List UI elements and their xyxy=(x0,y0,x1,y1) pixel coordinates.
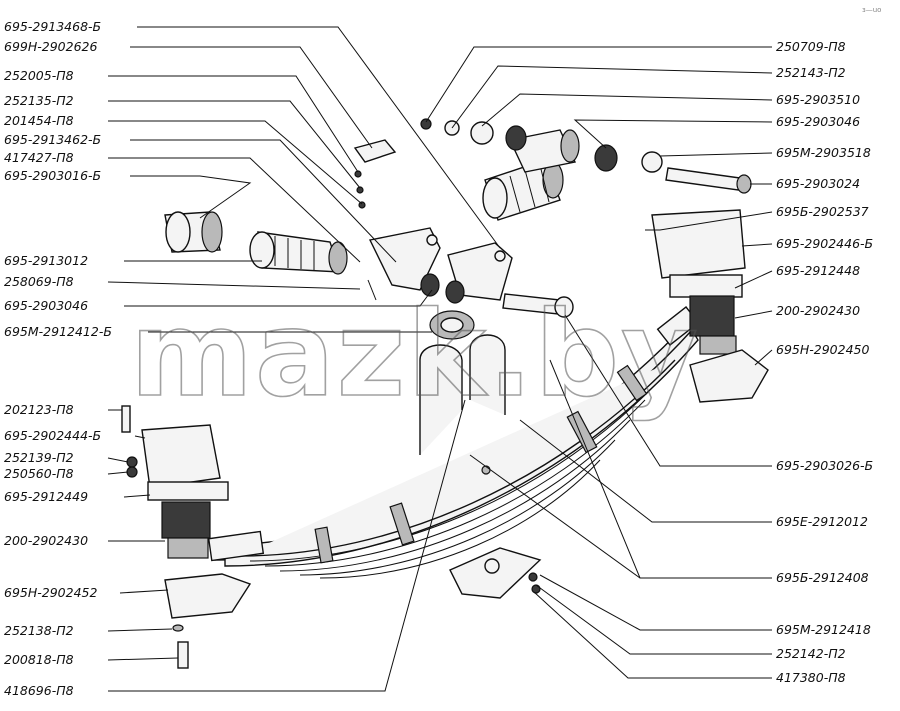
label-part: 200-2902430 xyxy=(776,303,860,318)
label-part: 417427-П8 xyxy=(4,150,74,165)
label-part: 200818-П8 xyxy=(4,652,74,667)
label-part: 695-2902444-Б xyxy=(4,428,101,443)
label-part: 695Б-2912408 xyxy=(776,570,869,585)
corner-mark: з—uo xyxy=(862,6,881,14)
label-part: 695Н-2902450 xyxy=(776,342,869,357)
right-labels: 250709-П8 252143-П2 695-2903510 695-2903… xyxy=(776,39,873,685)
label-part: 252135-П2 xyxy=(4,93,74,108)
label-part: 695-2903026-Б xyxy=(776,458,873,473)
right-bracket-assembly xyxy=(651,209,769,403)
label-part: 695-2903016-Б xyxy=(4,168,101,183)
label-part: 695-2913462-Б xyxy=(4,132,101,147)
label-part: 695-2903024 xyxy=(776,176,860,191)
label-part: 695-2913012 xyxy=(4,253,88,268)
u-bolts xyxy=(419,310,506,455)
label-part: 695-2903510 xyxy=(776,92,860,107)
left-labels: 695-2913468-Б 699Н-2902626 252005-П8 252… xyxy=(4,19,112,698)
label-part: 252142-П2 xyxy=(776,646,846,661)
label-part: 418696-П8 xyxy=(4,683,74,698)
left-bracket-assembly xyxy=(141,424,252,632)
label-part: 695-2903046 xyxy=(4,298,88,313)
label-part: 695-2912449 xyxy=(4,489,88,504)
label-part: 695М-2903518 xyxy=(776,145,871,160)
label-part: 695-2903046 xyxy=(776,114,860,129)
parts-illustration xyxy=(121,118,769,669)
label-part: 250560-П8 xyxy=(4,466,74,481)
label-part: 258069-П8 xyxy=(4,274,74,289)
label-part: 252143-П2 xyxy=(776,65,846,80)
label-part: 695М-2912418 xyxy=(776,622,871,637)
label-part: 699Н-2902626 xyxy=(4,39,97,54)
upper-brackets xyxy=(353,139,513,304)
pins xyxy=(121,167,752,669)
label-part: 695-2912448 xyxy=(776,263,860,278)
rubber-bushings-left xyxy=(164,211,377,301)
leader-lines xyxy=(107,26,773,692)
label-part: 695Н-2902452 xyxy=(4,585,97,600)
leaf-spring xyxy=(207,306,701,579)
label-part: 417380-П8 xyxy=(776,670,846,685)
label-part: 252005-П8 xyxy=(4,68,74,83)
label-part: 201454-П8 xyxy=(4,113,74,128)
label-part: 695Е-2912012 xyxy=(776,514,868,529)
label-part: 200-2902430 xyxy=(4,533,88,548)
watermark-text: mazk.by xyxy=(130,285,700,423)
rubber-bushings-right xyxy=(420,118,663,221)
label-part: 695-2902446-Б xyxy=(776,236,873,251)
label-part: 252138-П2 xyxy=(4,623,74,638)
label-part: 695М-2912412-Б xyxy=(4,324,112,339)
label-part: 252139-П2 xyxy=(4,450,74,465)
label-part: 250709-П8 xyxy=(776,39,846,54)
label-part: 695Б-2902537 xyxy=(776,204,869,219)
label-part: 695-2913468-Б xyxy=(4,19,101,34)
label-part: 202123-П8 xyxy=(4,402,74,417)
